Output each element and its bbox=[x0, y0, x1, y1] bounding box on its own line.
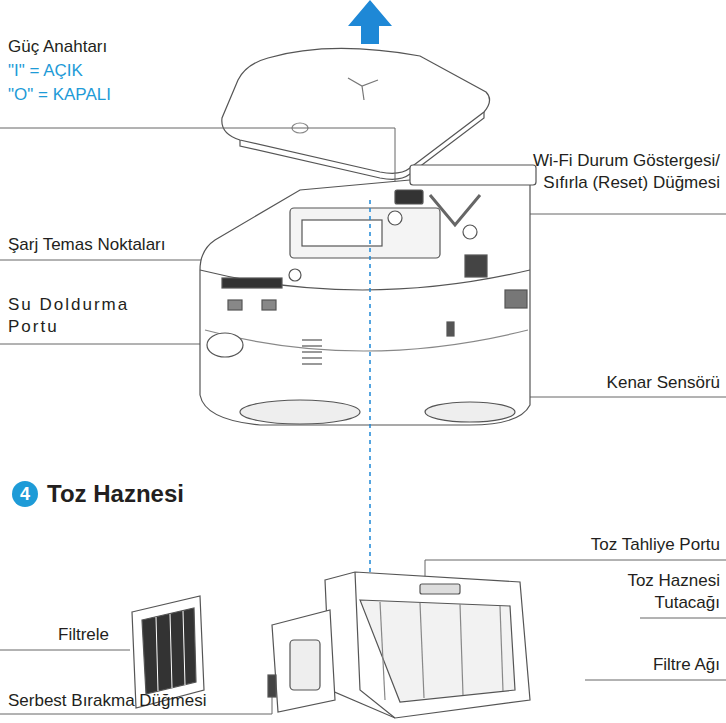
part-label: Serbest Bırakma Düğmesi bbox=[8, 690, 206, 712]
callout-number: 4 bbox=[12, 481, 38, 507]
part-label: Filtre Ağı bbox=[653, 654, 720, 676]
part-label: Filtrele bbox=[58, 624, 109, 646]
robot-body bbox=[200, 165, 536, 425]
part-label: Şarj Temas Noktaları bbox=[8, 234, 165, 256]
part-label: Güç Anahtarı bbox=[8, 36, 107, 58]
section-title: Toz Haznesi bbox=[47, 480, 184, 508]
lift-arrow bbox=[348, 0, 392, 44]
part-label: Toz Tahliye Portu bbox=[591, 534, 720, 556]
part-label: Wi-Fi Durum Göstergesi/ Sıfırla (Reset) … bbox=[520, 150, 720, 194]
part-label: "O" = KAPALI bbox=[8, 84, 111, 106]
part-label: "I" = AÇIK bbox=[8, 60, 83, 82]
part-label: Su Doldurma Portu bbox=[8, 294, 158, 338]
lid bbox=[222, 48, 490, 179]
section-heading: 4 Toz Haznesi bbox=[12, 480, 184, 508]
part-label: Kenar Sensörü bbox=[607, 372, 720, 394]
dust-bin bbox=[268, 572, 530, 718]
alignment-line bbox=[369, 200, 371, 590]
part-label: Toz Haznesi Tutacağı bbox=[600, 570, 720, 614]
